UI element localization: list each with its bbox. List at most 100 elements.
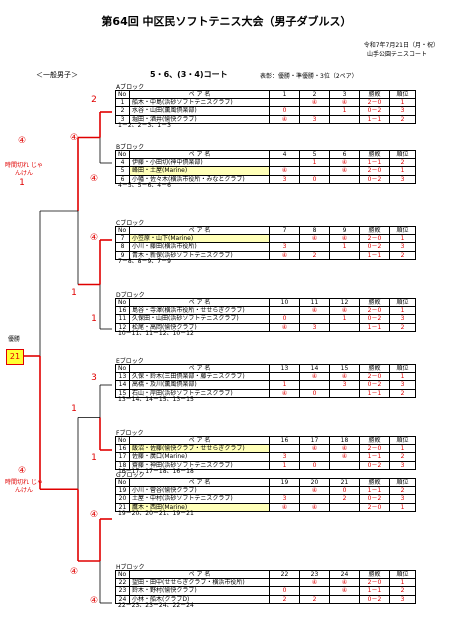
match-score bbox=[329, 322, 360, 332]
win-loss: 2－0 bbox=[359, 444, 390, 454]
pair-number: 13 bbox=[115, 372, 130, 382]
match-score: ④ bbox=[269, 502, 300, 512]
match-score bbox=[329, 250, 360, 260]
pair-name: 峰田・土屋(Marine) bbox=[129, 166, 270, 176]
rank: 2 bbox=[389, 486, 416, 496]
win-loss: 1－1 bbox=[359, 250, 390, 260]
column-header: 17 bbox=[299, 435, 330, 446]
match-order: 22－23、23－24、22－24 bbox=[118, 602, 194, 609]
match-score bbox=[269, 98, 300, 108]
column-header: 16 bbox=[269, 435, 300, 446]
column-header: 順位 bbox=[389, 149, 416, 160]
pair-number: 7 bbox=[115, 234, 130, 244]
column-header: 勝敗 bbox=[359, 225, 390, 236]
pair-number: 2 bbox=[115, 106, 130, 116]
match-score: 1 bbox=[329, 106, 360, 116]
match-score bbox=[329, 460, 360, 470]
pair-name: 水谷・山田(薫風倶楽部) bbox=[129, 106, 270, 116]
pair-number: 8 bbox=[115, 242, 130, 252]
column-header: No bbox=[115, 149, 130, 160]
match-score: 3 bbox=[329, 380, 360, 390]
column-header: 11 bbox=[299, 297, 330, 308]
pair-number: 14 bbox=[115, 380, 130, 390]
match-score: ④ bbox=[269, 250, 300, 260]
pair-name: 高橋・及川(薫風倶楽部) bbox=[129, 380, 270, 390]
award-legend: 表彰：優勝・準優勝・3位（2ペア） bbox=[260, 73, 358, 80]
match-score bbox=[299, 380, 330, 390]
column-header: ペ ア 名 bbox=[129, 297, 270, 308]
column-header: 順位 bbox=[389, 225, 416, 236]
match-score: 1 bbox=[269, 460, 300, 470]
r3-score-top: ④ bbox=[17, 136, 27, 146]
match-score: ④ bbox=[329, 578, 360, 588]
pair-name: 鈴木・野村(愉快クラブ) bbox=[129, 586, 270, 596]
pair-name: 伊藤・小田切(神中倶楽部) bbox=[129, 158, 270, 168]
pair-number: 16 bbox=[115, 444, 130, 454]
match-score: ④ bbox=[269, 166, 300, 176]
match-score: ④ bbox=[329, 372, 360, 382]
rank: 2 bbox=[389, 250, 416, 260]
column-header: 14 bbox=[299, 363, 330, 374]
column-header: 勝敗 bbox=[359, 297, 390, 308]
match-score bbox=[299, 166, 330, 176]
match-score: 0 bbox=[269, 106, 300, 116]
match-score bbox=[269, 444, 300, 454]
column-header: 6 bbox=[329, 149, 360, 160]
column-header: 24 bbox=[329, 569, 360, 580]
column-header: ペ ア 名 bbox=[129, 435, 270, 446]
pair-number: 16 bbox=[115, 306, 130, 316]
match-score bbox=[269, 234, 300, 244]
match-score: 3 bbox=[269, 242, 300, 252]
pair-name: 土屋・中村(浜砂ソフトテニスクラブ) bbox=[129, 494, 270, 504]
win-loss: 1－1 bbox=[359, 322, 390, 332]
column-header: 23 bbox=[299, 569, 330, 580]
win-loss: 1－1 bbox=[359, 158, 390, 168]
r1-score-b: ④ bbox=[89, 174, 99, 184]
win-loss: 1－1 bbox=[359, 586, 390, 596]
pair-name: 佐藤・廣口(Marine) bbox=[129, 452, 270, 462]
win-loss: 0－2 bbox=[359, 594, 390, 604]
pair-number: 20 bbox=[115, 494, 130, 504]
match-score: ④ bbox=[299, 98, 330, 108]
block-title: Bブロック bbox=[116, 144, 145, 151]
rank: 1 bbox=[389, 166, 416, 176]
block-title: Hブロック bbox=[116, 564, 145, 571]
column-header: ペ ア 名 bbox=[129, 149, 270, 160]
rank: 2 bbox=[389, 388, 416, 398]
column-header: 10 bbox=[269, 297, 300, 308]
match-score: ④ bbox=[299, 578, 330, 588]
pair-name: 小川・藤田(横浜市役所) bbox=[129, 242, 270, 252]
column-header: No bbox=[115, 363, 130, 374]
match-score bbox=[299, 586, 330, 596]
rank: 2 bbox=[389, 586, 416, 596]
match-score: ④ bbox=[299, 502, 330, 512]
column-header: 9 bbox=[329, 225, 360, 236]
block-title: Dブロック bbox=[116, 292, 145, 299]
winner-badge: 21 bbox=[6, 349, 24, 365]
rank: 1 bbox=[389, 98, 416, 108]
match-score bbox=[299, 494, 330, 504]
pair-number: 22 bbox=[115, 578, 130, 588]
match-score: ④ bbox=[329, 586, 360, 596]
r1-score-f: 1 bbox=[91, 453, 97, 463]
r1-score-g: ④ bbox=[89, 510, 99, 520]
win-loss: 0－2 bbox=[359, 314, 390, 324]
match-score: ④ bbox=[299, 486, 330, 496]
column-header: No bbox=[115, 477, 130, 488]
